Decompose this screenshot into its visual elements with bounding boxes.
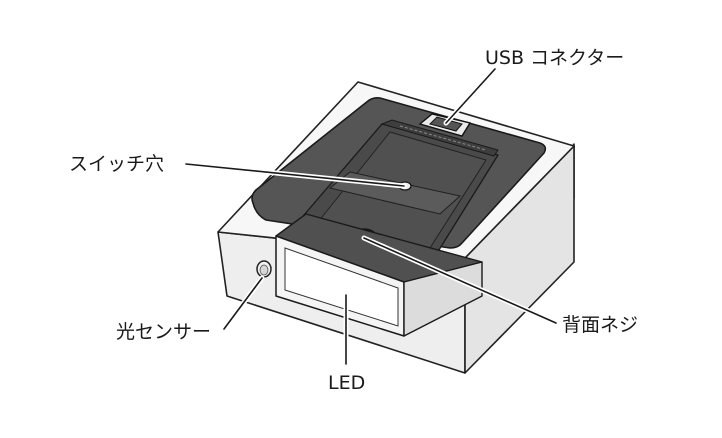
- label-led: LED: [328, 372, 365, 394]
- top-plate: [251, 97, 547, 259]
- leader-back-screw: [361, 235, 559, 326]
- leader-light-sensor: [221, 275, 265, 332]
- label-light-sensor: 光センサー: [116, 321, 211, 343]
- light-sensor-hole: [256, 260, 272, 278]
- label-back-screw: 背面ネジ: [562, 314, 638, 336]
- leader-usb: [443, 66, 498, 126]
- leader-switch: [183, 161, 407, 189]
- led-window: [284, 247, 399, 327]
- label-switch-hole: スイッチ穴: [69, 153, 164, 175]
- label-usb-connector: USB コネクター: [485, 47, 624, 69]
